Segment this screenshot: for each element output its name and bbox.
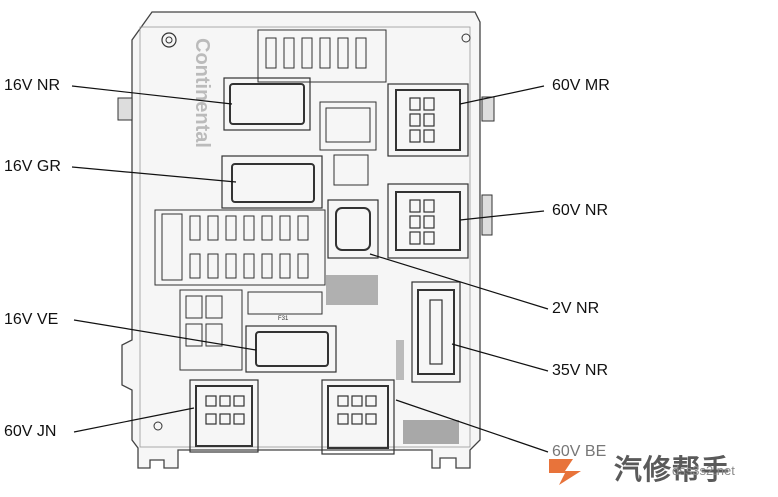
watermark-url: dss3s2.net [672,463,735,478]
connector-35v-nr [411,281,461,383]
connector-60v-nr [387,183,469,259]
callout-2v-nr: 2V NR [552,300,600,317]
connector-60v-mr [387,83,469,157]
fuse-label-f31: F31 [278,316,289,322]
brand-logo: Continental [191,38,213,148]
callout-60v-jn: 60V JN [4,423,57,440]
connector-16v-gr [221,155,323,209]
callout-60v-mr: 60V MR [552,77,610,94]
callout-60v-be: 60V BE [552,443,607,460]
fuse-grid [154,209,326,286]
watermark-logo-icon [549,459,581,485]
callout-16v-ve: 16V VE [4,311,59,328]
watermark-cn-text: 汽修帮手 [614,453,731,486]
callout-60v-nr: 60V NR [552,202,609,219]
callout-16v-gr: 16V GR [4,158,61,175]
top-fuse-row [257,29,387,83]
leader-lines [71,85,549,453]
callout-16v-nr: 16V NR [4,77,61,94]
connector-60v-be [321,379,395,455]
connector-16v-ve [245,325,337,373]
lower-fuse-block [179,289,323,371]
connector-60v-jn [189,379,259,453]
callout-35v-nr: 35V NR [552,362,609,379]
connector-2v-nr [327,199,379,259]
relay-block-mid [319,101,377,186]
